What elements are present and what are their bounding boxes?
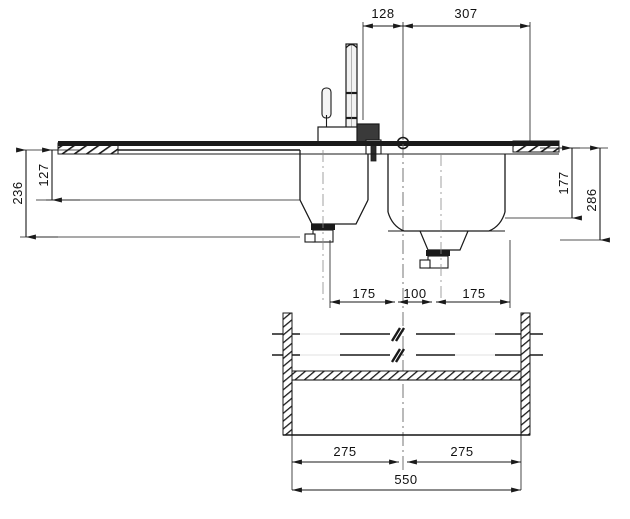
break-symbol-lower-icon (390, 348, 406, 363)
faucet-lever-handle (321, 87, 332, 119)
dim-label-236: 236 (10, 181, 25, 204)
tap-hole-centre-mark-icon (396, 136, 410, 150)
cabinet-wall-right (520, 312, 531, 436)
left-bowl (299, 150, 369, 300)
dim-label-307: 307 (454, 6, 477, 21)
dim-label-127: 127 (36, 163, 51, 186)
worktop-top-surface (58, 141, 559, 146)
right-waste-overflow-spigot (419, 259, 431, 269)
right-dimension-group: 177 286 (505, 145, 610, 243)
dim-label-275-right: 275 (450, 444, 473, 459)
cabinet-carcass (282, 312, 531, 490)
dim-label-286: 286 (584, 188, 599, 211)
right-bowl-sump-taper (419, 230, 469, 251)
cabinet-wall-left (282, 312, 293, 436)
faucet-spout-cap (345, 43, 358, 49)
worktop-plane (36, 140, 560, 238)
left-bowl-base-taper (299, 199, 369, 225)
dim-label-128: 128 (371, 6, 394, 21)
right-waste-flange (426, 250, 450, 256)
cabinet-cavity (291, 379, 522, 436)
left-dimension-group: 127 236 (10, 147, 80, 240)
right-bowl (387, 154, 506, 300)
right-waste-body (427, 255, 449, 269)
dim-label-275-left: 275 (333, 444, 356, 459)
bottom-dimension-group: 275 275 550 (292, 444, 521, 493)
dim-label-100: 100 (403, 286, 426, 301)
break-symbol-upper-icon (390, 327, 406, 342)
top-dimension-group: 128 307 (362, 6, 531, 142)
left-waste-overflow-spigot (304, 233, 316, 243)
right-bowl-base-taper (387, 211, 506, 232)
cabinet-shelf-rail (291, 370, 522, 381)
dim-label-550: 550 (394, 472, 417, 487)
dim-label-177: 177 (556, 171, 571, 194)
dim-label-175-left: 175 (352, 286, 375, 301)
section-break-group (272, 327, 543, 363)
dim-label-175-right: 175 (462, 286, 485, 301)
middle-dimension-group: 175 100 175 (329, 240, 511, 308)
